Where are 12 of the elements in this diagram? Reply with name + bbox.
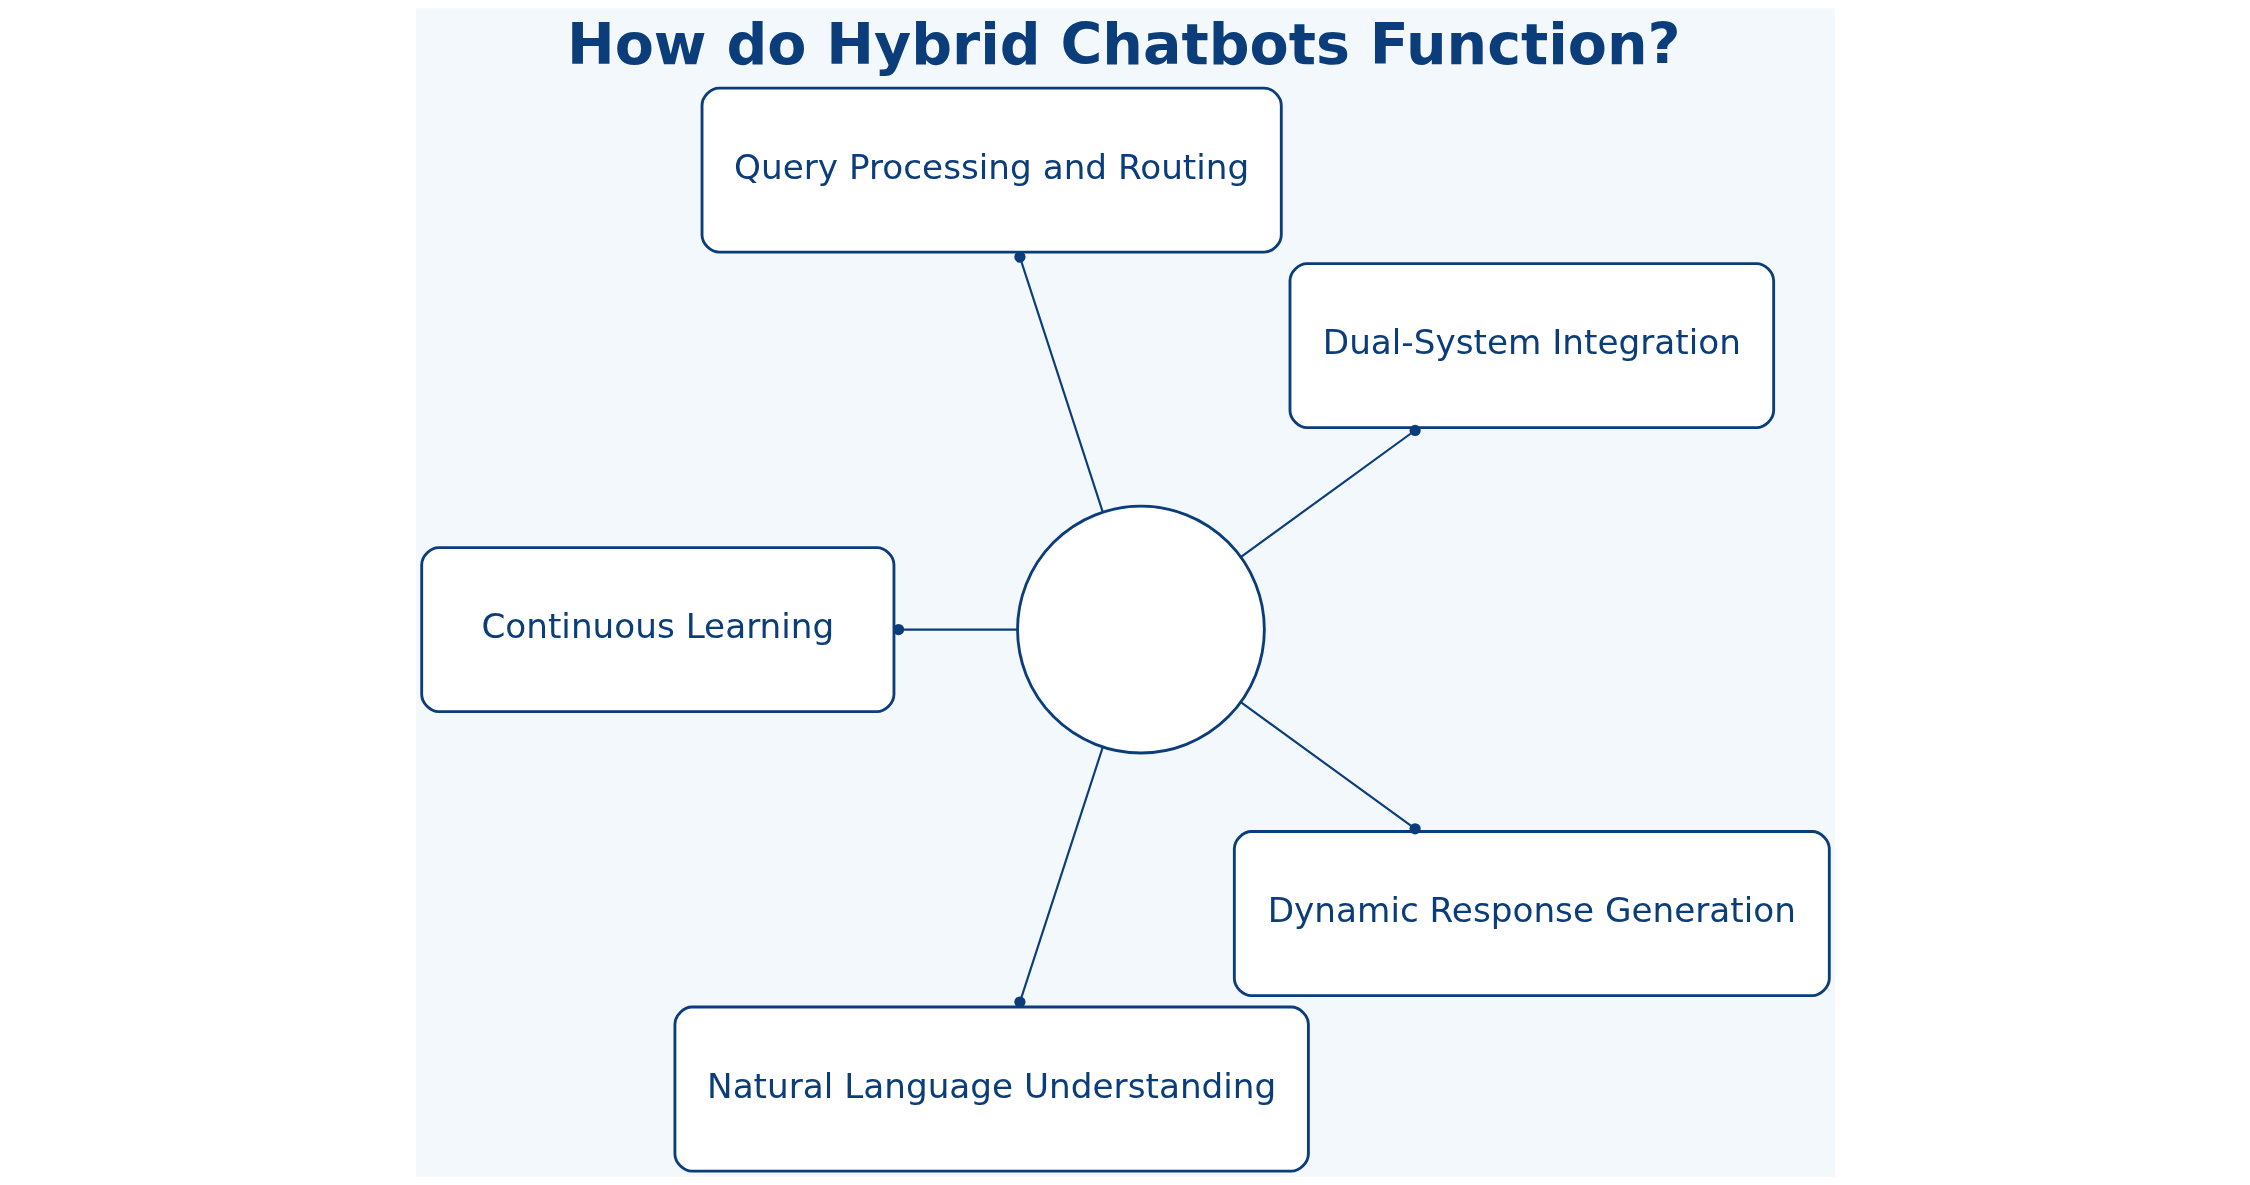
node-circle	[1015, 504, 1266, 755]
node-box: Dynamic Response Generation	[1232, 830, 1831, 998]
connector	[1240, 424, 1421, 558]
connector	[892, 623, 1017, 636]
connector	[1240, 701, 1421, 835]
node-box: Dual-System Integration	[1288, 262, 1775, 430]
node-box: Query Processing and Routing	[700, 86, 1283, 254]
diagram-title: How do Hybrid Chatbots Function?	[566, 10, 1681, 77]
connector	[1013, 747, 1104, 1008]
node-box: Natural Language Understanding	[673, 1005, 1310, 1173]
node-box: Continuous Learning	[419, 546, 895, 714]
connector	[1013, 251, 1104, 513]
